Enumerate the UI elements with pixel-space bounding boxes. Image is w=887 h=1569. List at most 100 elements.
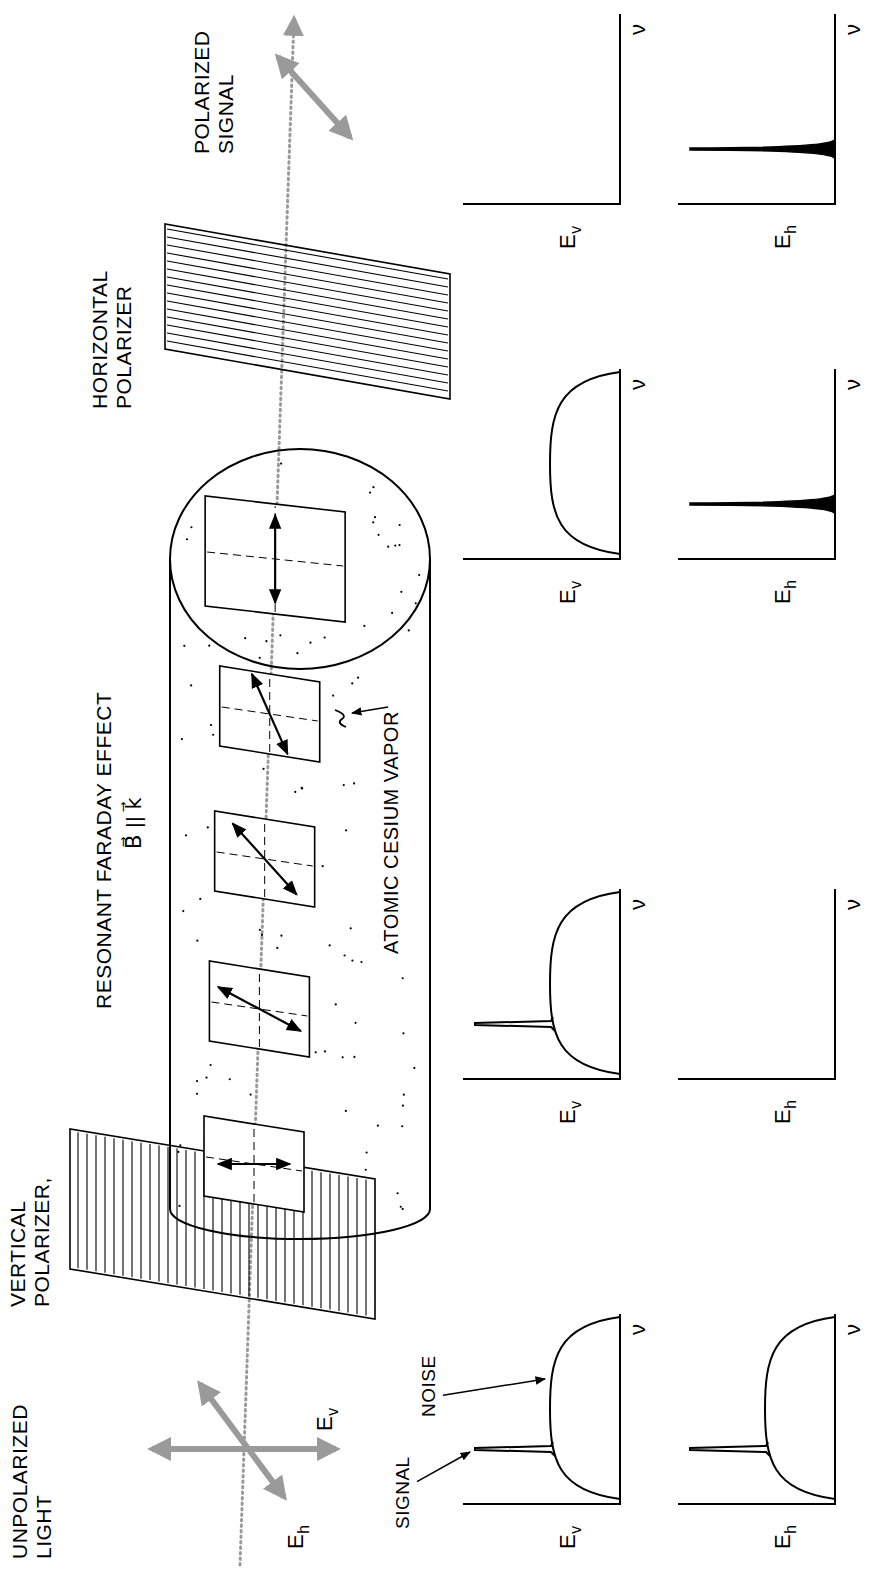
symbol-main: E [555,1109,580,1124]
hatch-line [167,341,448,391]
vapor-dot [301,787,303,789]
vapor-dot [394,544,396,546]
leader-line [443,1379,545,1395]
plot-axes [463,889,620,1079]
frame-outline [215,811,315,907]
vapor-dot [265,640,267,642]
vapor-dot [344,954,346,956]
spectrum-plot [463,889,620,1079]
hatch-line [365,1180,366,1316]
vapor-dot [363,625,365,627]
vapor-dot [207,826,209,828]
vapor-dot [415,602,417,604]
vapor-dot [360,961,362,963]
vapor-dot [212,734,214,736]
axis-label: Ev [555,225,585,249]
polarization-arrow [274,515,276,603]
hatch-line [167,293,448,343]
vapor-dot [342,1056,344,1058]
vapor-dot [408,629,410,631]
cell-window [170,449,430,669]
hatch-line [167,285,448,335]
horizontal-polarizer [165,224,450,399]
polarization-frame [215,811,315,907]
vapor-dot [332,695,334,697]
curve-label: SIGNAL [392,1456,414,1529]
vapor-dot [309,642,311,644]
symbol-subscript: v [567,1525,584,1533]
hatch-line [95,1135,96,1271]
hatch-line [320,1172,321,1308]
polarization-frames [204,496,345,1212]
hatch-line [167,245,448,295]
axis-label: ν [840,379,865,391]
hatch-line [176,1149,177,1285]
vapor-dot [262,768,264,770]
vapor-dot [365,1151,367,1153]
vapor-dot [402,1105,404,1107]
vapor-dot [276,947,278,949]
axis-label: ν [840,1324,865,1336]
vapor-dot [351,959,353,961]
vapor-dot [387,546,389,548]
symbol-main: E [770,234,795,249]
vapor-dot [329,944,331,946]
vapor-dot [182,910,184,912]
hatch-line [167,261,448,311]
hatch-line [185,1150,186,1286]
vapor-dot [354,1022,356,1024]
plot-axes [678,889,835,1079]
vapor-dot [196,1093,198,1095]
polarizer-hatch [167,229,448,391]
hatch-line [104,1137,105,1273]
polarization-arrow [218,1163,290,1165]
symbol-subscript: v [567,225,584,233]
plot-axes [463,1314,620,1504]
frame-outline [204,1116,304,1212]
hatch-line [158,1146,159,1282]
symbol-main: E [555,589,580,604]
symbol-subscript: h [782,580,799,589]
vapor-dot [377,534,379,536]
beam-label: POLARIZED SIGNAL [190,14,238,154]
symbol-main: E [555,234,580,249]
vapor-dot [185,834,187,836]
vapor-dot [280,462,282,464]
vapor-dot [322,865,324,867]
axis-label: Ev [555,1100,585,1124]
polarization-frame [220,666,320,762]
hatch-line [149,1144,150,1280]
hatch-line [167,309,448,359]
vapor-dot [372,521,374,523]
spectrum-plots [463,14,835,1504]
frame-outline [209,961,309,1057]
polarization-arrow [218,987,301,1031]
vapor-dot [208,645,210,647]
vapor-dot [279,634,281,636]
symbol-main: E [770,589,795,604]
spectrum-plot [678,369,835,559]
vapor-dot [402,1208,404,1210]
vapor-dot [400,591,402,593]
hatch-line [131,1141,132,1277]
hatch-line [167,1147,168,1283]
symbol-subscript: h [295,1525,312,1534]
axis-label: ν [625,24,650,36]
vapor-dot [324,636,326,638]
vapor-dot [177,1151,179,1153]
part-label: ATOMIC CESIUM VAPOR [380,711,403,954]
symbol-main: E [312,1416,337,1431]
vapor-dot [296,652,298,654]
curve-label: NOISE [418,1355,440,1417]
vapor-dot [280,935,282,937]
polarization-arrow [233,823,297,894]
hatch-line [167,325,448,375]
noise-curve [550,892,620,1074]
symbol-subscript: v [567,1100,584,1108]
leader-line [417,1452,470,1482]
vapor-dot [261,934,263,936]
axis-label: ν [840,899,865,911]
axis-label: ν [625,379,650,391]
